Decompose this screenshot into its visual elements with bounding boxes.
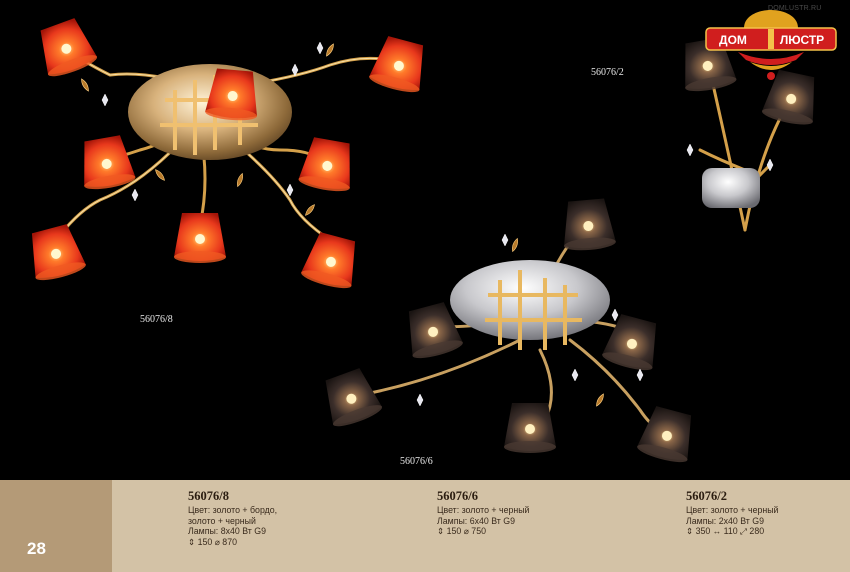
chandelier-6-frame — [485, 270, 582, 350]
spec-dim-value: 280 — [749, 526, 765, 536]
spec-model: 56076/6 — [437, 489, 478, 503]
spec-lamps: Лампы: 8х40 Вт G9 — [188, 526, 266, 536]
width-icon: ↔ — [712, 526, 722, 536]
brand-logo: ДОМ ЛЮСТР — [700, 8, 842, 88]
caption-56076-8: 56076/8 — [140, 314, 173, 325]
caption-56076-2: 56076/2 — [591, 67, 624, 78]
spec-dimensions: ⇕ 150 ⌀ 750 — [437, 526, 637, 537]
chandelier-6-base — [450, 260, 610, 340]
spec-block-56076-8: 56076/8 Цвет: золото + бордо, золото + ч… — [188, 489, 388, 547]
spec-block-56076-2: 56076/2 Цвет: золото + черный Лампы: 2х4… — [686, 489, 846, 537]
spec-model: 56076/2 — [686, 489, 727, 503]
spec-dim-value: 870 — [222, 536, 237, 547]
product-photo — [24, 15, 823, 466]
footer-spec-band — [112, 480, 850, 572]
spec-lamps: Лампы: 6х40 Вт G9 — [437, 515, 515, 526]
logo-word-right: ЛЮСТР — [780, 33, 824, 47]
depth-icon: ⤢ — [740, 526, 747, 536]
spec-dimensions: ⇕ 350 ↔ 110 ⤢ 280 — [686, 526, 846, 537]
site-url: DOMLUSTR.RU — [768, 5, 822, 12]
chandelier-illustration — [24, 15, 823, 466]
wall-lamp-2-plate — [702, 168, 760, 208]
spec-color-line: Цвет: золото + черный — [437, 505, 530, 515]
height-icon: ⇕ — [686, 526, 694, 536]
page-number: 28 — [27, 539, 46, 558]
spec-color-line: золото + черный — [188, 515, 256, 526]
spec-dimensions: ⇕ 150 ⌀ 870 — [188, 537, 388, 548]
spec-dim-value: 350 — [695, 526, 711, 536]
spec-dim-value: 750 — [471, 526, 486, 536]
spec-dim-value: 150 — [197, 536, 213, 547]
spec-dim-value: 110 — [723, 526, 738, 536]
spec-lamps: Лампы: 2х40 Вт G9 — [686, 515, 764, 526]
diameter-icon: ⌀ — [214, 536, 220, 547]
spec-dim-value: 150 — [446, 526, 462, 536]
lamp-logo-icon: ДОМ ЛЮСТР — [705, 10, 837, 80]
spec-color-line: Цвет: золото + черный — [686, 505, 779, 515]
spec-model: 56076/8 — [188, 489, 229, 503]
height-icon: ⇕ — [437, 526, 445, 536]
spec-block-56076-6: 56076/6 Цвет: золото + черный Лампы: 6х4… — [437, 489, 637, 537]
height-icon: ⇕ — [188, 536, 196, 547]
logo-word-left: ДОМ — [719, 33, 747, 47]
spec-color-line: Цвет: золото + бордо, — [188, 505, 278, 515]
diameter-icon: ⌀ — [463, 526, 469, 536]
caption-56076-6: 56076/6 — [400, 456, 433, 467]
